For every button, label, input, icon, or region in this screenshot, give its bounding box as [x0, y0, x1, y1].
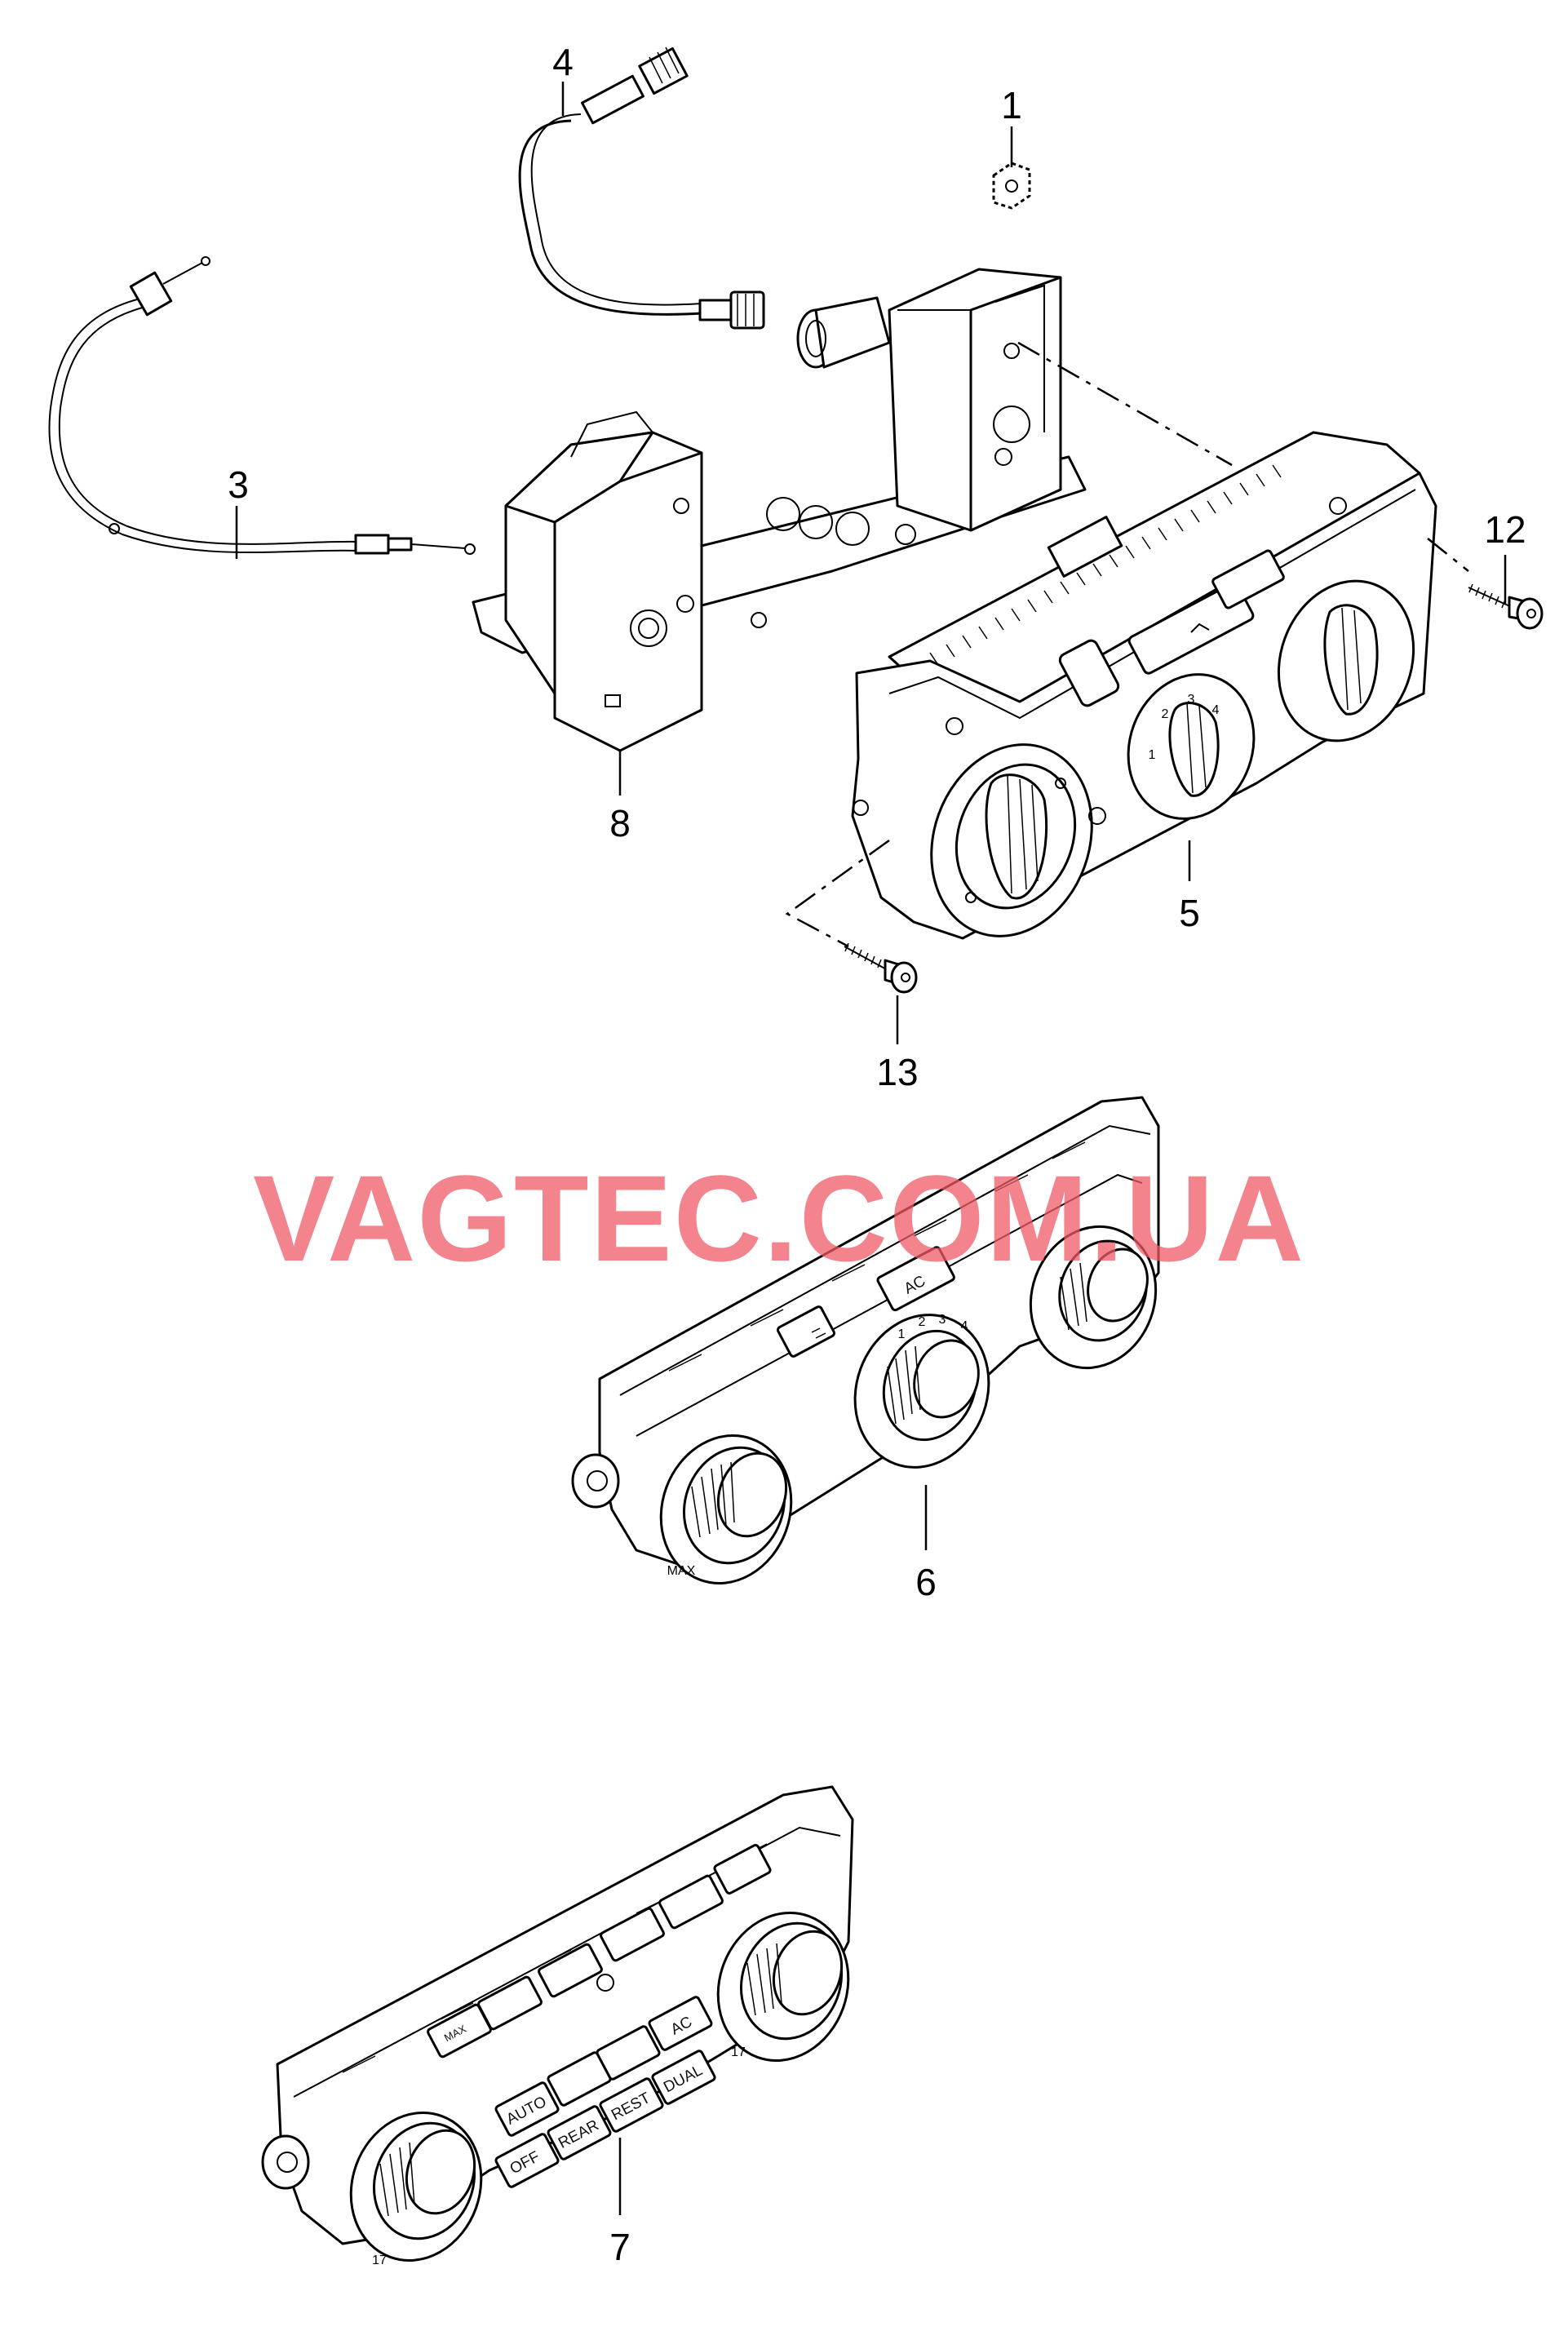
panel-5-fan-num: 3 — [1188, 693, 1195, 707]
panel-5-fan-num: 4 — [1212, 703, 1220, 717]
cable-connector-top — [581, 47, 689, 125]
panel-5-vents — [929, 464, 1282, 666]
callout-1: 1 — [1001, 84, 1022, 126]
part-13-screw — [844, 942, 918, 994]
panel-5-fan-num: 1 — [1149, 748, 1156, 762]
part-12-screw — [1468, 583, 1544, 630]
part-7-climatronic-panel: AUTO AC OFF REAR REST DUAL MAX 17 17 — [261, 1785, 854, 2267]
panel-6-fan-num: 3 — [939, 1313, 946, 1327]
panel-6-fan-num: 2 — [919, 1315, 926, 1329]
part-5-control-panel: 1 2 3 4 — [851, 431, 1437, 940]
panel-5-middle-knob: 1 2 3 4 — [1127, 673, 1256, 820]
panel-6-fan-num: 4 — [961, 1319, 968, 1333]
panel-6-mount — [571, 1453, 620, 1509]
callout-4: 4 — [552, 41, 574, 83]
panel-6-right-knob — [1029, 1225, 1158, 1370]
callout-8: 8 — [609, 802, 631, 844]
panel-5-left-knob — [930, 743, 1093, 937]
callout-labels: 1 3 4 5 6 7 8 12 13 — [228, 41, 1526, 2268]
panel-7-mount — [261, 2134, 310, 2190]
watermark-text: VAGTEC.COM.UA — [253, 1150, 1305, 1287]
part-1-clip-nut — [992, 162, 1031, 210]
panel-7-temp-left: 17 — [372, 2254, 387, 2267]
leader-lines — [235, 82, 1507, 2215]
panel-6-middle-knob: 1 2 3 4 — [853, 1313, 990, 1469]
alignment-line-12 — [1427, 538, 1469, 572]
panel-5-fan-num: 2 — [1162, 707, 1169, 721]
bracket-cylinder — [796, 296, 891, 369]
alignment-line-1 — [1017, 341, 1233, 467]
panel-7-right-knob: 17 — [716, 1912, 850, 2062]
callout-13: 13 — [876, 1051, 918, 1093]
panel-6-mode-label: MAX — [667, 1564, 696, 1578]
callout-6: 6 — [915, 1561, 937, 1603]
callout-3: 3 — [228, 463, 249, 506]
part-4-cable — [518, 47, 765, 330]
callout-12: 12 — [1484, 508, 1526, 551]
panel-7-left-knob: 17 — [349, 2112, 483, 2267]
part-6-control-panel: AC MAX 1 2 3 4 — [571, 1096, 1160, 1584]
panel-5-right-knob — [1277, 579, 1415, 742]
panel-7-temp-right: 17 — [731, 2045, 746, 2059]
callout-5: 5 — [1179, 892, 1200, 934]
panel-6-fan-num: 1 — [898, 1327, 906, 1341]
callout-7: 7 — [609, 2226, 631, 2268]
panel-7-button-grid: AUTO AC OFF REAR REST DUAL MAX — [427, 1844, 772, 2188]
part-3-cable — [48, 256, 476, 555]
cable-connector-bottom — [698, 290, 765, 330]
alignment-line-13 — [785, 839, 890, 948]
panel-6-left-knob: MAX — [659, 1434, 793, 1584]
part-8-bracket — [472, 268, 1087, 752]
